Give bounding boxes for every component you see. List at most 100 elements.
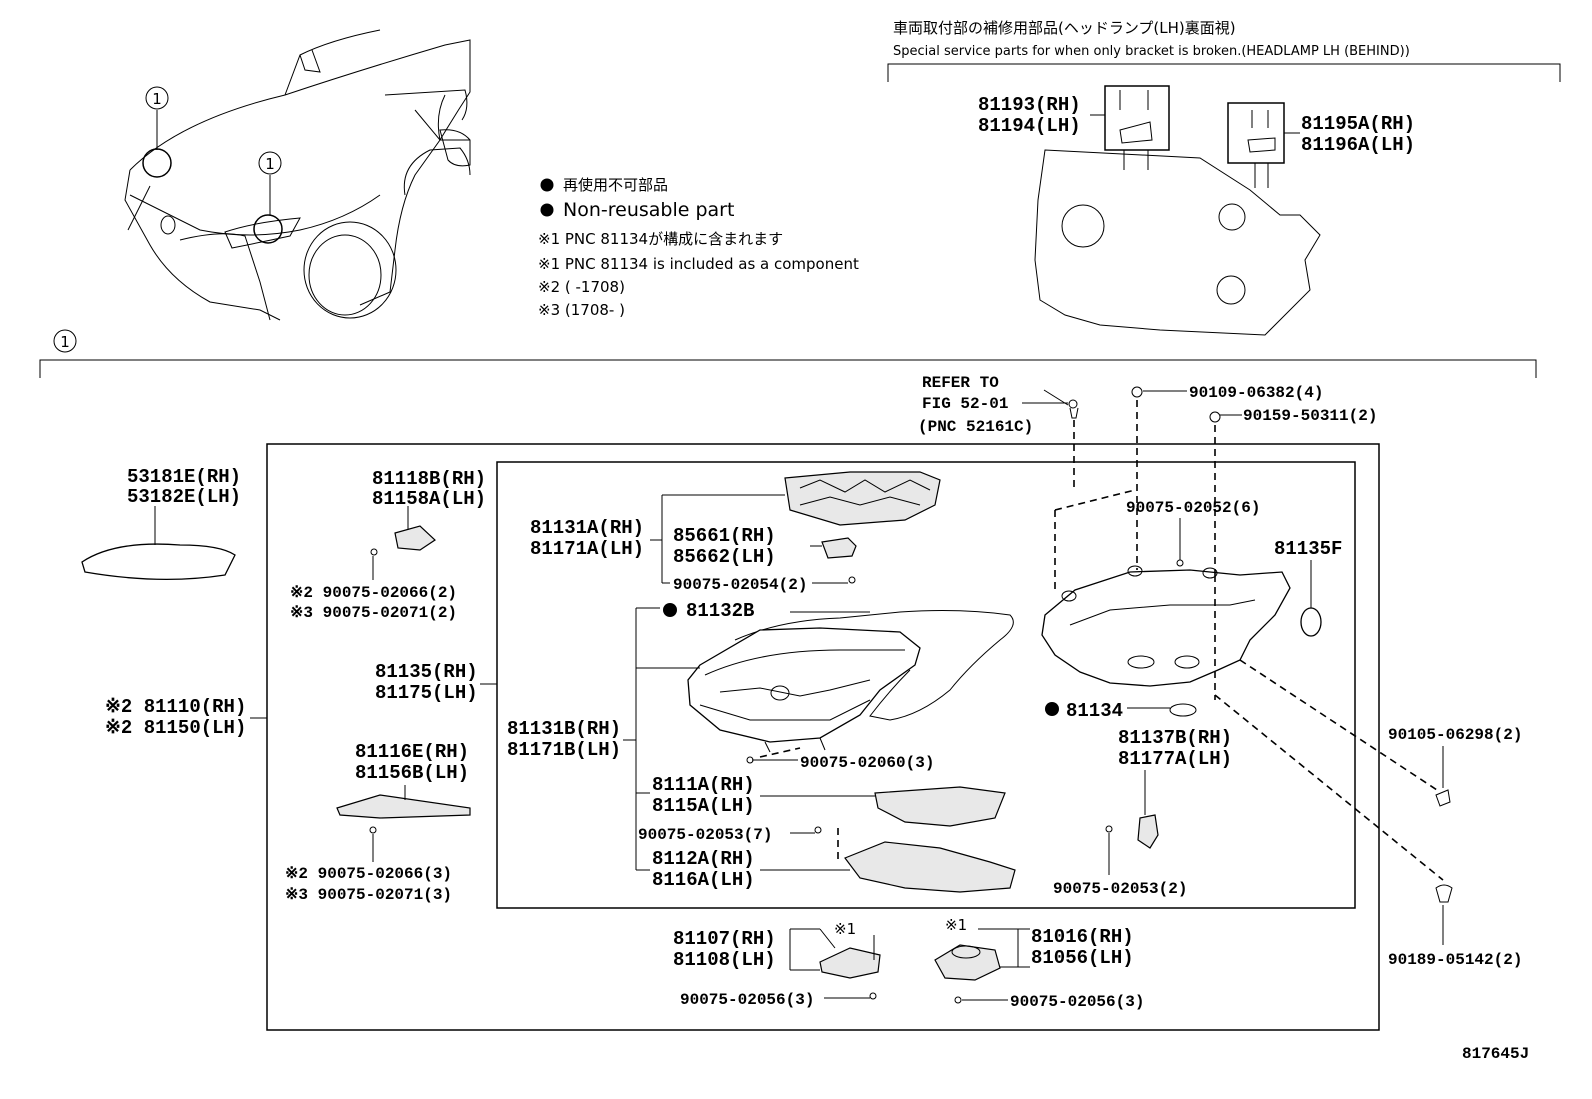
- label-90105: 90105-06298(2): [1388, 726, 1522, 744]
- label-81150: ※2 81150(LH): [105, 717, 246, 739]
- label-81195a: 81195A(RH): [1301, 113, 1415, 135]
- gasket-81132b-part: [734, 610, 1014, 721]
- label-star1-b: ※1: [945, 916, 967, 934]
- callout-marker-1: [142, 86, 172, 178]
- leader-lines: [154, 389, 1444, 1001]
- bracket-81116e-part: [336, 794, 471, 834]
- nonreusable-dot-81132b: [663, 603, 677, 617]
- bracket-detail-frame: [887, 63, 1561, 82]
- label-02060: 90075-02060(3): [800, 754, 934, 772]
- label-refer-2: FIG 52-01: [922, 395, 1008, 413]
- callout-marker-2: [253, 151, 283, 244]
- label-90189: 90189-05142(2): [1388, 951, 1522, 969]
- lamp-8112a-part: [844, 841, 1016, 893]
- label-81135f: 81135F: [1274, 538, 1342, 560]
- assembly-dashed-lines: [759, 400, 1444, 881]
- nonreusable-dot-legend-en: [540, 203, 554, 217]
- label-81177a: 81177A(LH): [1118, 748, 1232, 770]
- callout-marker-1-text: 1: [152, 90, 162, 108]
- legend-note2: ※2 ( -1708): [538, 278, 625, 296]
- label-90159: 90159-50311(2): [1243, 407, 1377, 425]
- label-81016: 81016(RH): [1031, 926, 1134, 948]
- callout-marker-2-text: 1: [265, 155, 275, 173]
- headlamp-housing-81131b-part: [687, 627, 921, 753]
- label-81193: 81193(RH): [978, 94, 1081, 116]
- figure-code: 817645J: [1462, 1045, 1529, 1063]
- label-02056a: 90075-02056(3): [680, 991, 814, 1009]
- label-81171b: 81171B(LH): [507, 739, 621, 761]
- label-81131b: 81131B(RH): [507, 718, 621, 740]
- assembly-outer-box: [266, 443, 1380, 1031]
- label-81194: 81194(LH): [978, 115, 1081, 137]
- legend-nonreusable-jp: 再使用不可部品: [563, 176, 668, 194]
- oring-81134-part: [1169, 703, 1197, 717]
- label-81108: 81108(LH): [673, 949, 776, 971]
- label-81110: ※2 81110(RH): [105, 696, 246, 718]
- car-front-illustration: [124, 29, 471, 321]
- label-81135: 81135(RH): [375, 661, 478, 683]
- label-02053a: 90075-02053(7): [638, 826, 772, 844]
- assembly-inner-box: [496, 461, 1356, 909]
- group-marker-circle: [53, 329, 77, 353]
- label-53181e: 53181E(RH): [127, 466, 241, 488]
- label-02054: 90075-02054(2): [673, 576, 807, 594]
- fasteners: [746, 386, 1453, 1004]
- label-02052: 90075-02052(6): [1126, 499, 1260, 517]
- label-star3-02071a: ※3 90075-02071(2): [290, 604, 457, 622]
- label-8112a: 8112A(RH): [652, 848, 755, 870]
- cap-81135f-part: [1300, 607, 1322, 637]
- label-81134: 81134: [1066, 700, 1123, 722]
- label-81131a: 81131A(RH): [530, 517, 644, 539]
- label-8116a: 8116A(LH): [652, 869, 755, 891]
- label-8111a: 8111A(RH): [652, 774, 755, 796]
- label-81175: 81175(LH): [375, 682, 478, 704]
- headlamp-back-silhouette: [1034, 85, 1321, 336]
- label-star2-02066a: ※2 90075-02066(2): [290, 584, 457, 602]
- legend-note1-en: ※1 PNC 81134 is included as a component: [538, 255, 859, 273]
- legend-note1-jp: ※1 PNC 81134が構成に含まれます: [538, 230, 783, 248]
- nonreusable-dot-legend-jp: [540, 178, 554, 192]
- label-81156b: 81156B(LH): [355, 762, 469, 784]
- lamp-unit-81131a-part: [784, 471, 941, 526]
- label-81056: 81056(LH): [1031, 947, 1134, 969]
- label-star1-a: ※1: [834, 920, 856, 938]
- label-star2-02066b: ※2 90075-02066(3): [285, 865, 452, 883]
- module-81016-socket: [951, 945, 981, 959]
- label-81158a: 81158A(LH): [372, 488, 486, 510]
- module-81016-part: [934, 944, 1001, 981]
- lamp-8111a-part: [874, 786, 1006, 827]
- label-81132b: 81132B: [686, 600, 754, 622]
- label-81171a: 81171A(LH): [530, 538, 644, 560]
- headlamp-cover-part: [81, 543, 236, 580]
- label-81116e: 81116E(RH): [355, 741, 469, 763]
- label-81107: 81107(RH): [673, 928, 776, 950]
- module-85661-part: [821, 537, 857, 559]
- label-85662: 85662(LH): [673, 546, 776, 568]
- label-02053b: 90075-02053(2): [1053, 880, 1187, 898]
- label-90109: 90109-06382(4): [1189, 384, 1323, 402]
- label-refer-1: REFER TO: [922, 374, 999, 392]
- screw-02053b: [1105, 825, 1113, 833]
- module-81107-part: [819, 947, 881, 979]
- header-title-jp: 車両取付部の補修用部品(ヘッドランプ(LH)裏面視): [893, 19, 1236, 37]
- group-bracket-line: [39, 359, 1537, 378]
- label-02056b: 90075-02056(3): [1010, 993, 1144, 1011]
- screw-02054: [848, 576, 856, 584]
- bracket-leader-lines: [1090, 114, 1300, 134]
- label-85661: 85661(RH): [673, 525, 776, 547]
- label-8115a: 8115A(LH): [652, 795, 755, 817]
- label-53182e: 53182E(LH): [127, 486, 241, 508]
- label-star3-02071b: ※3 90075-02071(3): [285, 886, 452, 904]
- bracket-81118b-part: [370, 510, 436, 556]
- label-81137b: 81137B(RH): [1118, 727, 1232, 749]
- actuator-81137b-part: [1137, 814, 1159, 849]
- label-refer-3: (PNC 52161C): [918, 418, 1033, 436]
- header-title-en: Special service parts for when only brac…: [893, 44, 1410, 59]
- group-marker-text: 1: [60, 333, 70, 351]
- nonreusable-dot-81134: [1045, 702, 1059, 716]
- legend-note3: ※3 (1708- ): [538, 301, 625, 319]
- housing-81135-part: [1041, 565, 1291, 687]
- label-81118b: 81118B(RH): [372, 468, 486, 490]
- legend-nonreusable-en: Non-reusable part: [563, 199, 734, 221]
